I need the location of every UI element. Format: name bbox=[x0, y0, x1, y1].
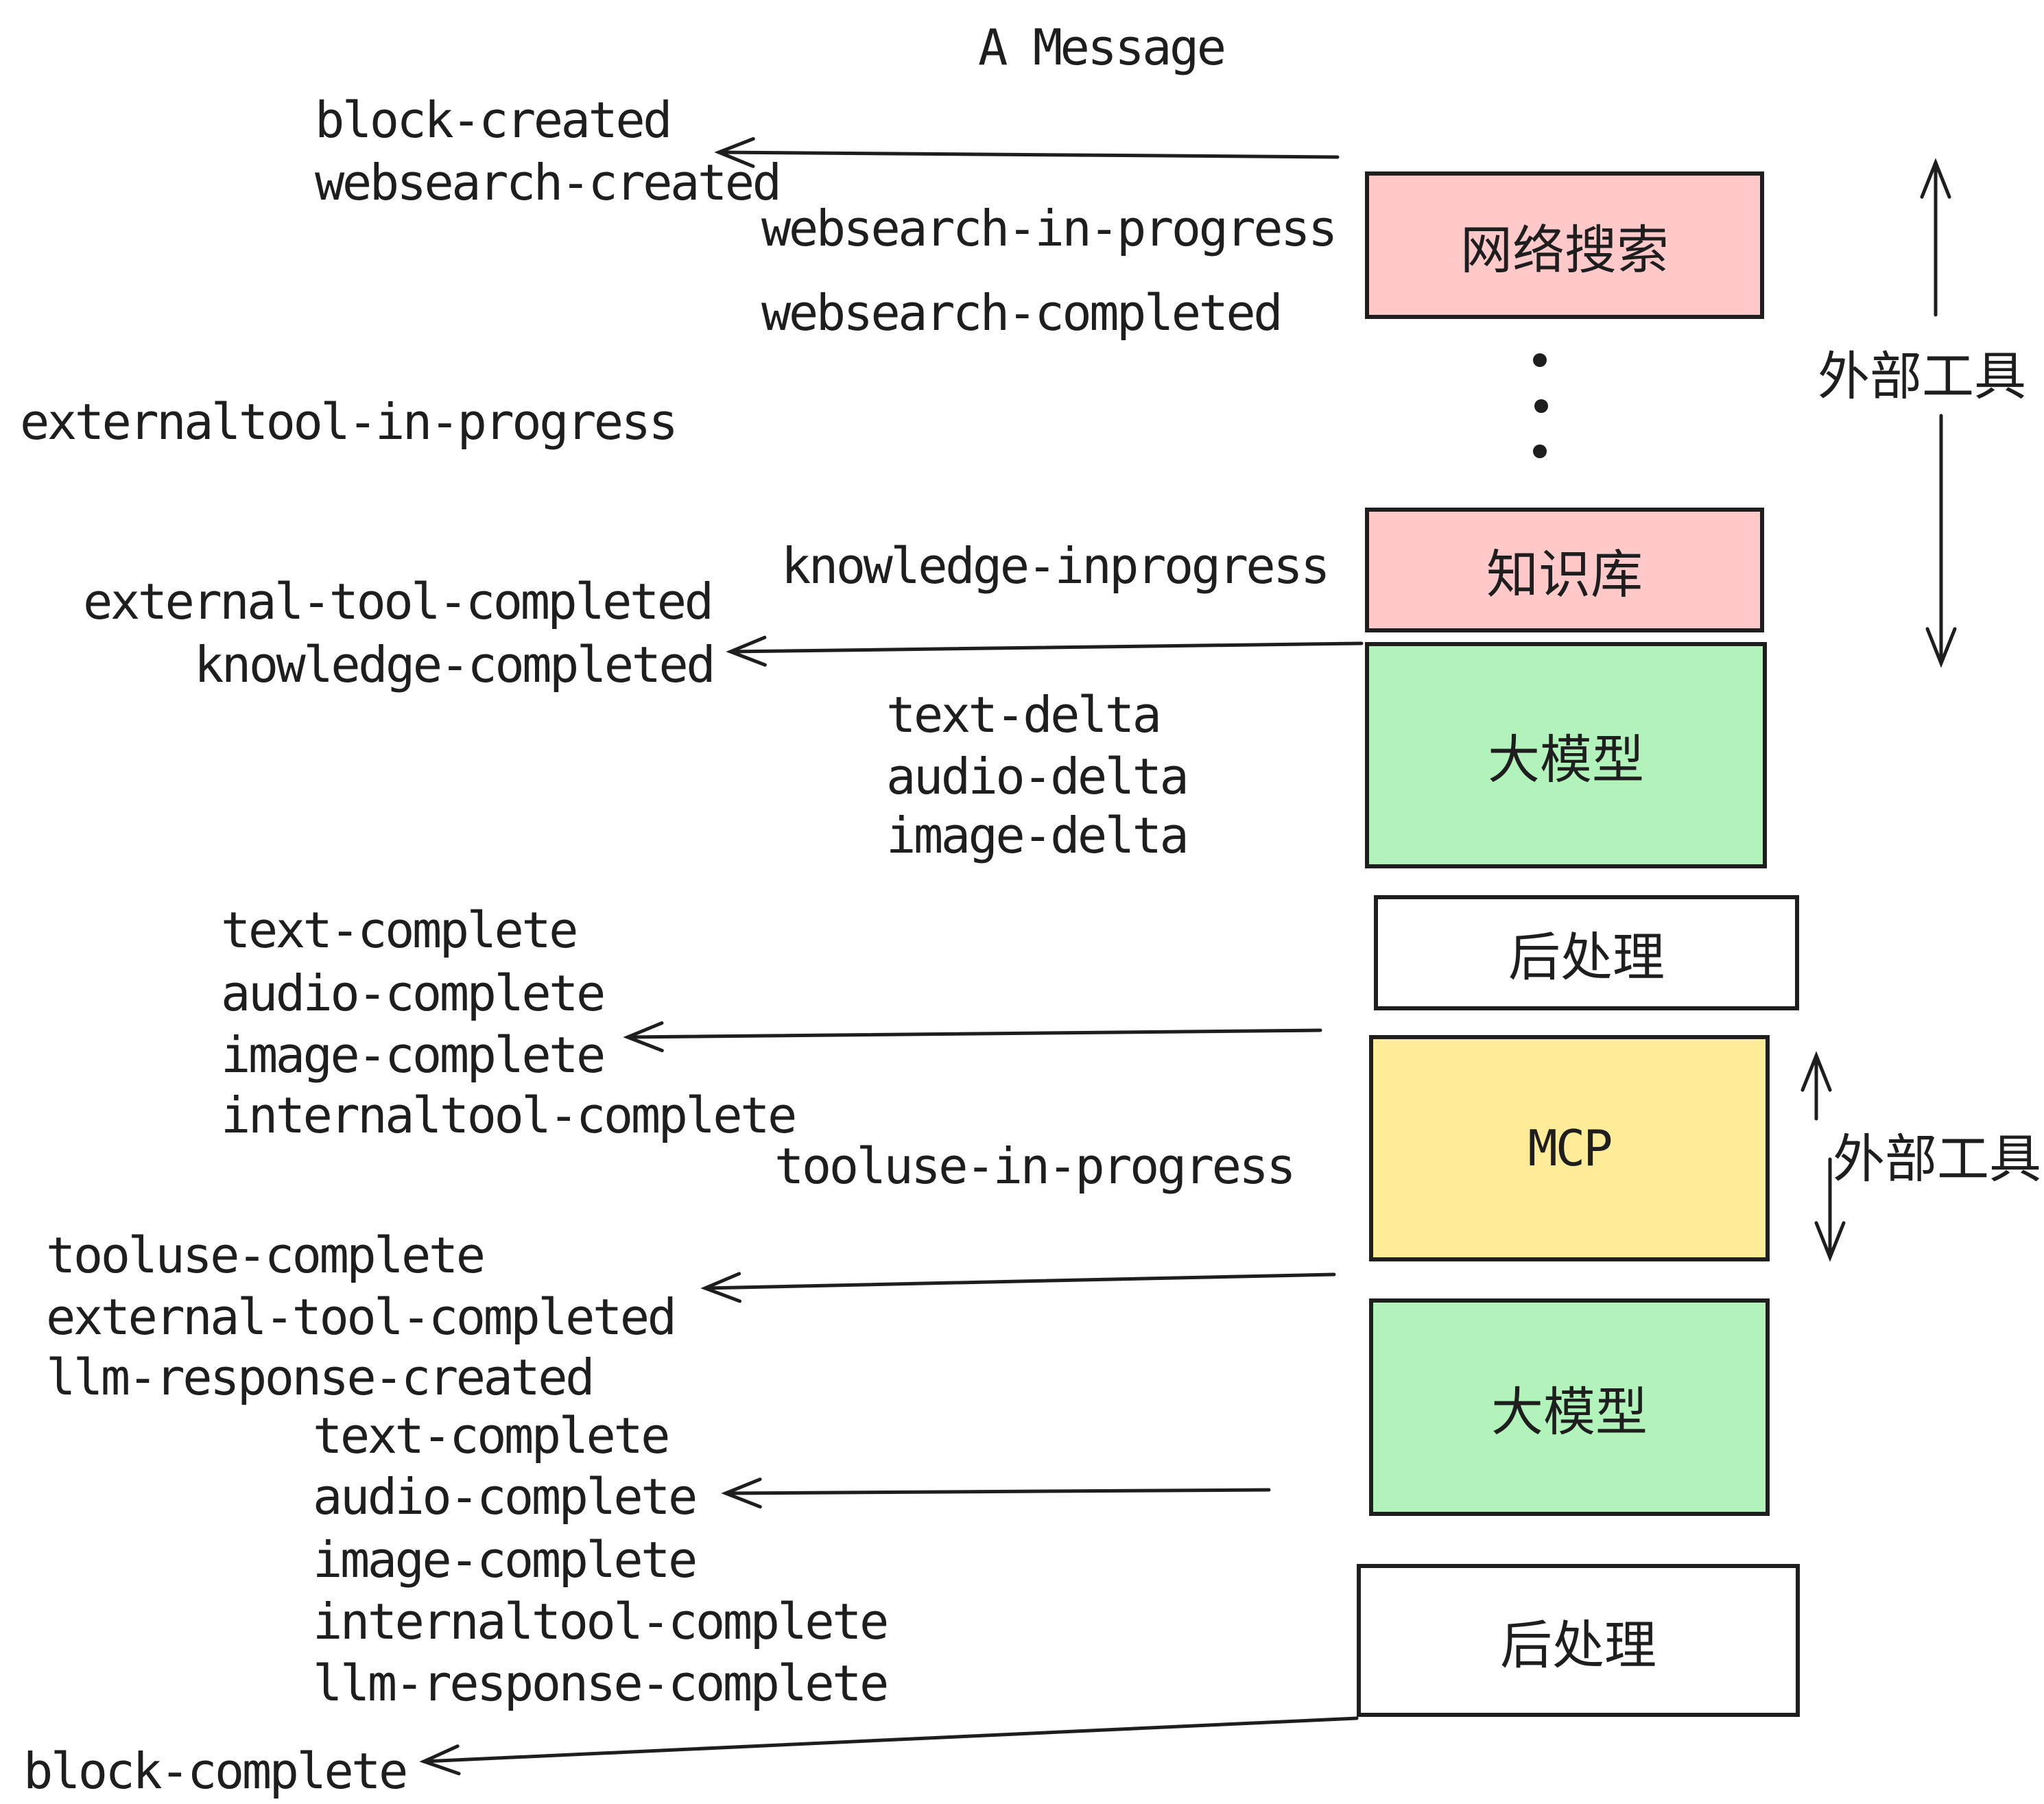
node-box-label: 知识库 bbox=[1486, 544, 1643, 605]
arrowhead-icon bbox=[419, 1744, 461, 1776]
event-label: knowledge-completed bbox=[194, 636, 716, 693]
arrowhead-icon bbox=[700, 1272, 742, 1303]
event-label: audio-complete bbox=[313, 1468, 698, 1526]
node-box-label: 大模型 bbox=[1488, 729, 1644, 790]
arrowhead-icon bbox=[1920, 158, 1951, 199]
event-label: tooluse-in-progress bbox=[774, 1137, 1296, 1195]
node-box: 后处理 bbox=[1374, 895, 1799, 1010]
node-box: 知识库 bbox=[1365, 508, 1764, 632]
arrowhead-icon bbox=[1814, 1221, 1846, 1262]
node-box: 网络搜索 bbox=[1365, 171, 1764, 319]
event-label: websearch-in-progress bbox=[761, 200, 1338, 257]
event-label: tooluse-complete bbox=[46, 1226, 486, 1284]
arrowhead-icon bbox=[1801, 1051, 1832, 1092]
node-box-label: MCP bbox=[1528, 1119, 1613, 1177]
event-label: block-created bbox=[315, 91, 673, 149]
event-label: text-complete bbox=[313, 1407, 671, 1464]
event-label: websearch-completed bbox=[761, 284, 1283, 342]
event-label: image-complete bbox=[221, 1026, 606, 1084]
node-box-label: 网络搜索 bbox=[1460, 219, 1669, 281]
node-box-label: 后处理 bbox=[1508, 927, 1665, 988]
arrow-line bbox=[728, 641, 1364, 654]
event-label: audio-delta bbox=[886, 748, 1189, 805]
event-label: knowledge-inprogress bbox=[781, 537, 1330, 595]
event-label: llm-response-complete bbox=[313, 1654, 889, 1712]
node-box: MCP bbox=[1369, 1035, 1770, 1261]
event-label: externaltool-in-progress bbox=[20, 393, 678, 451]
node-box-label: 后处理 bbox=[1500, 1614, 1656, 1676]
event-label: text-complete bbox=[221, 901, 579, 959]
event-label: internaltool-complete bbox=[221, 1087, 797, 1144]
event-label: external-tool-completed bbox=[46, 1288, 677, 1346]
event-label: image-delta bbox=[886, 807, 1189, 864]
node-box: 大模型 bbox=[1365, 642, 1767, 868]
ellipsis-dot-icon bbox=[1534, 399, 1548, 413]
side-label: 外部工具 bbox=[1833, 1128, 2041, 1189]
node-box: 后处理 bbox=[1357, 1564, 1800, 1717]
ellipsis-dot-icon bbox=[1533, 353, 1547, 367]
node-box: 大模型 bbox=[1369, 1298, 1770, 1516]
event-label: image-complete bbox=[313, 1531, 698, 1589]
event-label: internaltool-complete bbox=[313, 1593, 889, 1650]
arrow-line bbox=[724, 1488, 1271, 1495]
event-label: audio-complete bbox=[221, 964, 606, 1022]
side-label: 外部工具 bbox=[1818, 346, 2026, 407]
event-label: external-tool-completed bbox=[83, 573, 714, 630]
arrowhead-icon bbox=[721, 1477, 762, 1509]
arrow-line bbox=[717, 150, 1340, 159]
arrow-line bbox=[626, 1028, 1322, 1039]
arrowhead-icon bbox=[1925, 627, 1957, 668]
event-label: llm-response-created bbox=[46, 1349, 595, 1406]
arrowhead-icon bbox=[714, 137, 755, 168]
event-label: text-delta bbox=[886, 686, 1162, 744]
diagram-title: A Message bbox=[978, 19, 1226, 76]
node-box-label: 大模型 bbox=[1491, 1381, 1648, 1443]
arrowhead-icon bbox=[726, 635, 767, 667]
arrow-line bbox=[703, 1272, 1336, 1290]
arrowhead-icon bbox=[623, 1021, 664, 1053]
event-label: block-complete bbox=[23, 1742, 408, 1800]
event-label: websearch-created bbox=[315, 154, 782, 211]
arrow-line bbox=[422, 1716, 1359, 1764]
ellipsis-dot-icon bbox=[1533, 444, 1547, 458]
